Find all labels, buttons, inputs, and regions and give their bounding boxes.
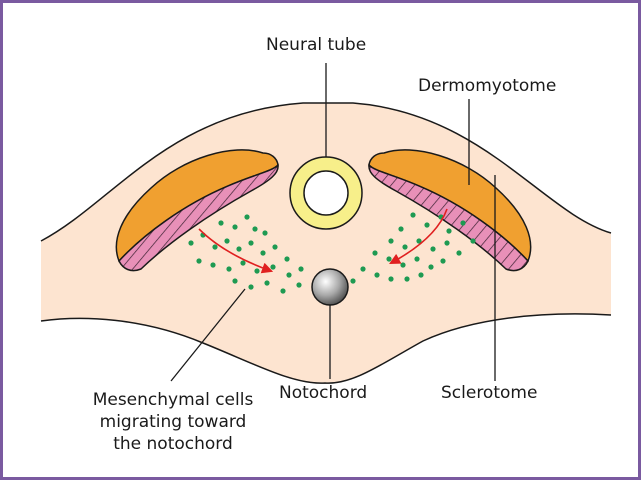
mesenchymal-cell	[262, 230, 267, 235]
mesenchymal-cell	[226, 266, 231, 271]
mesenchymal-cell	[446, 228, 451, 233]
mesenchymal-cell	[424, 222, 429, 227]
mesenchymal-cell	[210, 262, 215, 267]
mesenchymal-cell	[388, 276, 393, 281]
mesenchymal-label-line-3: the notochord	[63, 433, 283, 455]
neural-tube-lumen	[304, 171, 348, 215]
mesenchymal-cell	[188, 240, 193, 245]
mesenchymal-cell	[440, 258, 445, 263]
notochord-sphere	[312, 269, 348, 305]
mesenchymal-cell	[252, 226, 257, 231]
mesenchymal-cell	[418, 272, 423, 277]
mesenchymal-cell	[248, 240, 253, 245]
mesenchymal-cell	[374, 272, 379, 277]
mesenchymal-cell	[404, 276, 409, 281]
mesenchymal-cell	[414, 256, 419, 261]
notochord-label: Notochord	[279, 382, 367, 404]
mesenchymal-cell	[196, 258, 201, 263]
dermomyotome-label: Dermomyotome	[418, 75, 556, 97]
mesenchymal-label-line-1: Mesenchymal cells	[63, 389, 283, 411]
mesenchymal-cell	[240, 260, 245, 265]
mesenchymal-cell	[430, 246, 435, 251]
mesenchymal-cell	[444, 240, 449, 245]
mesenchymal-cell	[232, 278, 237, 283]
mesenchymal-cell	[298, 266, 303, 271]
mesenchymal-cell	[248, 284, 253, 289]
mesenchymal-cell	[286, 272, 291, 277]
mesenchymal-cell	[350, 278, 355, 283]
mesenchymal-cell	[236, 246, 241, 251]
mesenchymal-cell	[280, 288, 285, 293]
mesenchymal-cell	[386, 256, 391, 261]
mesenchymal-cell	[212, 244, 217, 249]
mesenchymal-cell	[260, 250, 265, 255]
sclerotome-label: Sclerotome	[441, 382, 537, 404]
mesenchymal-cell	[470, 238, 475, 243]
mesenchymal-cell	[244, 214, 249, 219]
mesenchymal-cell	[224, 238, 229, 243]
mesenchymal-cell	[296, 282, 301, 287]
mesenchymal-cell	[360, 266, 365, 271]
mesenchymal-cell	[218, 220, 223, 225]
mesenchymal-cell	[232, 224, 237, 229]
mesenchymal-cell	[270, 264, 275, 269]
neural-tube-label: Neural tube	[266, 34, 366, 56]
mesenchymal-cell	[388, 238, 393, 243]
mesenchymal-cell	[284, 256, 289, 261]
mesenchymal-cell	[402, 244, 407, 249]
mesenchymal-cell	[410, 212, 415, 217]
mesenchymal-cell	[264, 280, 269, 285]
mesenchymal-cell	[456, 250, 461, 255]
mesenchymal-cell	[272, 244, 277, 249]
mesenchymal-label: Mesenchymal cells migrating toward the n…	[63, 389, 283, 455]
mesenchymal-cell	[398, 226, 403, 231]
mesenchymal-label-line-2: migrating toward	[63, 411, 283, 433]
mesenchymal-cell	[428, 264, 433, 269]
mesenchymal-cell	[460, 220, 465, 225]
mesenchymal-cell	[254, 268, 259, 273]
mesenchymal-cell	[400, 262, 405, 267]
mesenchymal-cell	[372, 250, 377, 255]
